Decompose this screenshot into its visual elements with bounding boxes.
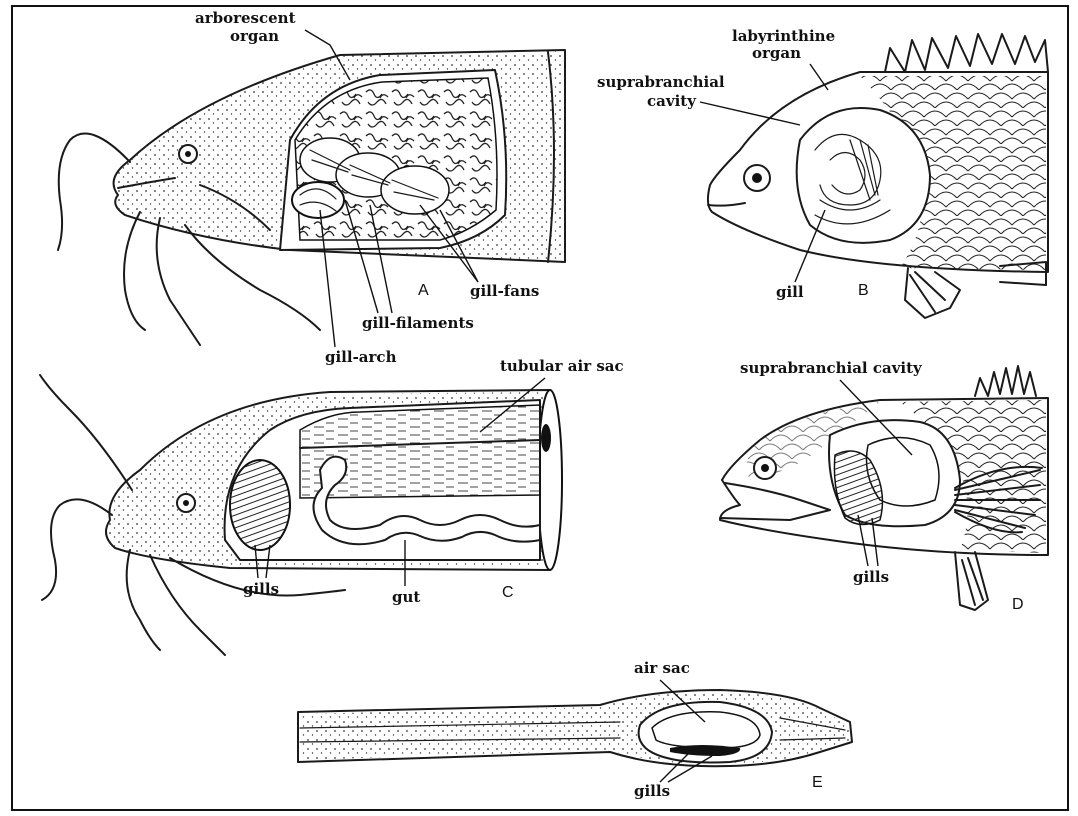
panel-e-letter: E	[812, 774, 823, 791]
panel-a-label-gill-fans: gill-fans	[470, 282, 539, 300]
panel-a-barbel-lower-1	[124, 212, 145, 330]
panel-d-letter: D	[1012, 596, 1024, 613]
panel-a-label-gill-filaments: gill-filaments	[362, 314, 474, 332]
panel-c-label-tubular-air-sac: tubular air sac	[500, 357, 624, 375]
panel-e-label-air-sac: air sac	[634, 659, 690, 677]
panel-a-letter: A	[418, 282, 429, 299]
panel-d: suprabranchial cavity gills D	[720, 359, 1048, 613]
panel-b-dorsal-fin	[885, 34, 1048, 72]
panel-c-cut-end	[538, 390, 562, 570]
panel-a: arborescent organ gill-fans gill-filamen…	[58, 9, 565, 366]
panel-b-label-organ: organ	[752, 44, 801, 62]
panel-c-letter: C	[502, 584, 514, 601]
panel-c: tubular air sac gills gut C	[40, 357, 624, 655]
panel-b-pelvic-fin	[905, 268, 960, 318]
panel-a-label-arborescent: arborescent	[195, 9, 296, 27]
panel-e-label-gills: gills	[634, 782, 670, 800]
panel-b-label-labyrinthine: labyrinthine	[732, 27, 835, 45]
panel-c-gills-shape	[230, 460, 290, 550]
panel-b-label-suprabranchial: suprabranchial	[597, 73, 725, 91]
panel-a-label-organ: organ	[230, 27, 279, 45]
panel-c-barbel-lower-2	[150, 555, 225, 655]
panel-c-barbel-top	[40, 375, 132, 490]
panel-c-label-gut: gut	[392, 588, 420, 606]
panel-c-barbel-left	[42, 499, 112, 600]
panel-e-air-sac	[652, 712, 760, 748]
panel-b-suprabranchial-cavity	[797, 108, 930, 243]
panel-c-label-gills: gills	[243, 580, 279, 598]
panel-d-label-suprabranchial-cavity: suprabranchial cavity	[740, 359, 923, 377]
panel-b-label-cavity: cavity	[647, 92, 697, 110]
panel-b-label-gill: gill	[776, 283, 804, 301]
panel-d-dorsal-fin	[975, 366, 1036, 396]
panel-e: air sac gills E	[298, 659, 852, 800]
panel-a-gill-arch-shape	[292, 182, 344, 218]
panel-d-label-gills: gills	[853, 568, 889, 586]
panel-d-pelvic-fin	[955, 552, 988, 610]
panel-b: labyrinthine organ suprabranchial cavity…	[597, 27, 1048, 318]
panel-b-letter: B	[858, 282, 869, 299]
panel-a-label-gill-arch: gill-arch	[325, 348, 397, 366]
